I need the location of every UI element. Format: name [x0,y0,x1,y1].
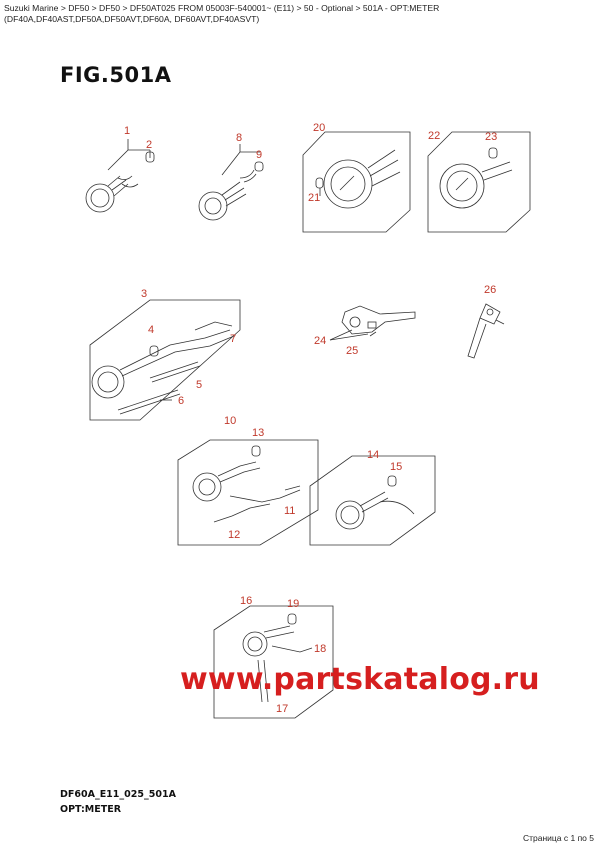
part-group-14 [309,455,436,546]
callout-1: 1 [124,125,130,137]
callout-2: 2 [146,139,152,151]
callout-23: 23 [485,131,497,143]
callout-20: 20 [313,122,325,134]
callout-4: 4 [148,324,154,336]
diagram-subtitle: OPT:METER [60,804,122,815]
callout-11: 11 [284,505,295,517]
part-group-22 [427,131,531,233]
callout-25: 25 [346,345,358,357]
callout-15: 15 [390,461,402,473]
callout-6: 6 [178,395,184,407]
callout-24: 24 [314,335,326,347]
callout-9: 9 [256,149,262,161]
callout-22: 22 [428,130,440,142]
callout-18: 18 [314,643,326,655]
callout-7: 7 [230,333,236,345]
callout-10: 10 [224,415,236,427]
breadcrumb: Suzuki Marine > DF50 > DF50 > DF50AT025 … [4,3,440,24]
watermark: www.partskatalog.ru [180,662,540,697]
callout-13: 13 [252,427,264,439]
part-group-1 [85,139,155,213]
callout-8: 8 [236,132,242,144]
callout-5: 5 [196,379,202,391]
callout-16: 16 [240,595,252,607]
part-group-16 [213,605,334,719]
pagination-text: Страница с 1 по 5 [522,833,594,843]
callout-3: 3 [141,288,147,300]
callout-26: 26 [484,284,496,296]
figure-title: FIG.501A [60,63,172,87]
callout-14: 14 [367,449,379,461]
part-group-10 [177,439,319,546]
diagram-code: DF60A_E11_025_501A [60,789,176,800]
part-group-24 [329,305,416,341]
callout-19: 19 [287,598,299,610]
callout-17: 17 [276,703,288,715]
part-group-8 [198,144,264,221]
callout-21: 21 [308,192,320,204]
callout-12: 12 [228,529,240,541]
part-group-20 [302,131,411,233]
part-group-3 [89,299,241,421]
part-group-26 [467,303,505,359]
